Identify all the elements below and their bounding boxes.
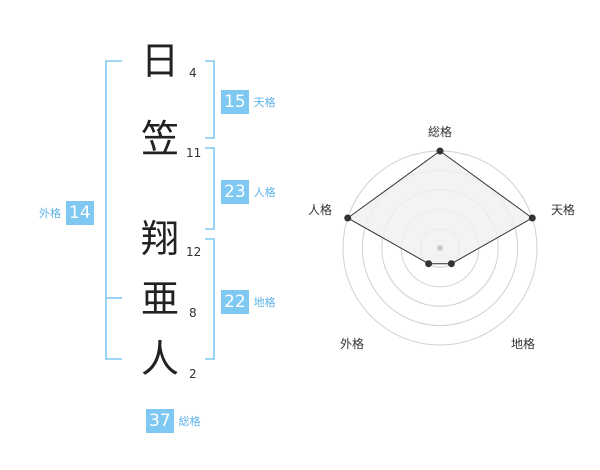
tenkaku-value: 15 [221, 90, 249, 114]
radar-center-dot [437, 245, 443, 251]
radar-point-2 [528, 214, 536, 222]
chikaku-label: 地格 [253, 296, 276, 309]
radar-label-gaikaku: 外格 [340, 337, 365, 351]
tenkaku-bracket [205, 60, 215, 139]
stroke-count-2: 11 [186, 146, 202, 160]
name-char-5: 人 [140, 337, 179, 381]
radar-point-5 [344, 214, 352, 222]
radar-label-jinkaku: 人格 [308, 203, 333, 217]
gaikaku-badge: 外格 14 [39, 201, 94, 225]
name-char-1: 日 [140, 39, 179, 83]
jinkaku-label: 人格 [253, 186, 276, 199]
jinkaku-badge: 23 人格 [221, 180, 276, 204]
gaikaku-label: 外格 [39, 207, 61, 220]
jinkaku-bracket [205, 147, 215, 230]
gaikaku-value: 14 [66, 201, 94, 225]
tenkaku-label: 天格 [253, 96, 276, 109]
radar-point-1 [436, 147, 444, 155]
name-char-2: 笠 [140, 117, 179, 161]
stroke-count-3: 12 [186, 245, 202, 259]
radar-point-3 [447, 260, 455, 268]
radar-label-soukaku: 総格 [428, 125, 453, 139]
soukaku-badge: 37 総格 [146, 409, 201, 433]
name-char-4: 亜 [140, 277, 179, 321]
radar-label-chikaku: 地格 [511, 337, 536, 351]
soukaku-label: 総格 [178, 415, 201, 428]
outer-bracket [105, 60, 122, 360]
jinkaku-value: 23 [221, 180, 249, 204]
stroke-count-1: 4 [189, 66, 197, 80]
radar-polygon [346, 150, 534, 265]
radar-point-4 [425, 260, 433, 268]
chikaku-bracket [205, 238, 215, 360]
chikaku-value: 22 [221, 290, 249, 314]
stroke-count-4: 8 [189, 306, 197, 320]
radar-label-tenkaku: 天格 [551, 203, 576, 217]
name-char-3: 翔 [140, 217, 179, 261]
chikaku-badge: 22 地格 [221, 290, 276, 314]
soukaku-value: 37 [146, 409, 174, 433]
tenkaku-badge: 15 天格 [221, 90, 276, 114]
stroke-count-5: 2 [189, 367, 197, 381]
